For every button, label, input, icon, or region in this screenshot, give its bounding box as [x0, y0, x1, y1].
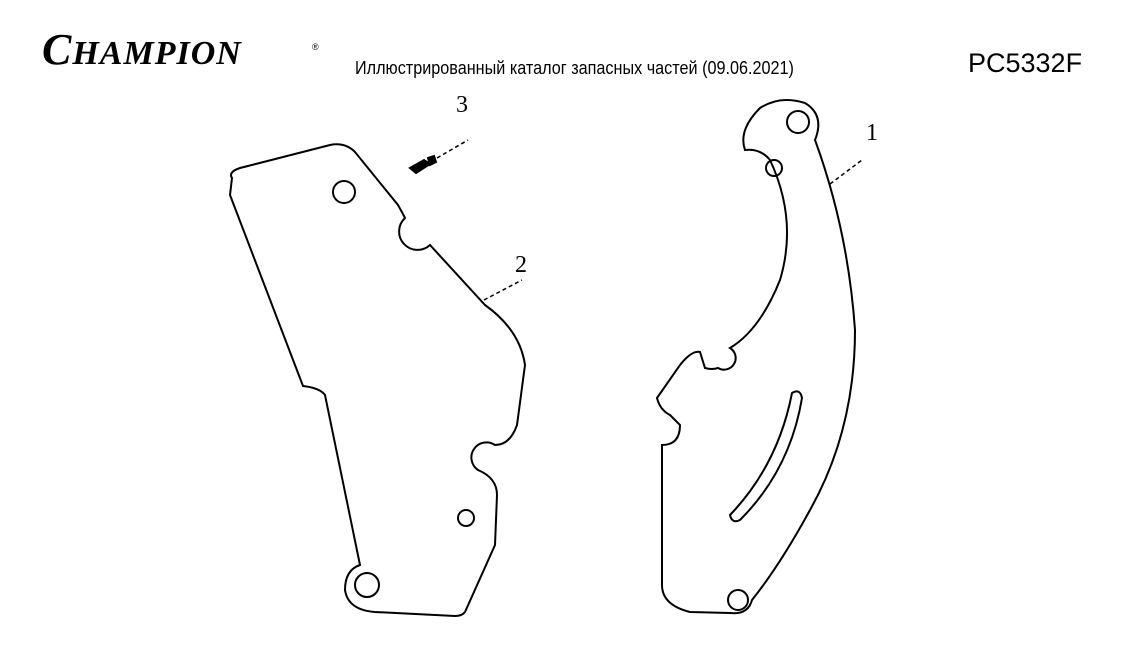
registered-mark: ®	[312, 42, 319, 52]
part-2-plate	[228, 143, 527, 618]
callout-2: 2	[515, 252, 527, 278]
part-2-hole-top	[332, 180, 356, 204]
catalog-title: Иллюстрированный каталог запасных частей…	[355, 58, 794, 78]
part-2-hole-mid	[457, 509, 475, 527]
part-3-screw	[408, 154, 438, 175]
part-1-hole-small	[765, 159, 783, 177]
champion-logo: CHAMPION	[42, 28, 242, 72]
leader-2	[483, 279, 523, 301]
model-number: PC5332F	[968, 48, 1083, 78]
callout-1: 1	[866, 120, 878, 146]
part-1-slot	[728, 390, 804, 523]
logo-initial: C	[42, 25, 73, 74]
leader-1	[829, 159, 863, 185]
part-1-hole-top	[786, 110, 810, 134]
part-2-hole-bottom	[354, 572, 380, 598]
part-1-hole-bottom	[727, 589, 749, 611]
callout-3: 3	[456, 92, 468, 118]
leader-3	[436, 139, 469, 159]
part-1-arm	[655, 98, 857, 615]
logo-rest: HAMPION	[72, 35, 242, 72]
